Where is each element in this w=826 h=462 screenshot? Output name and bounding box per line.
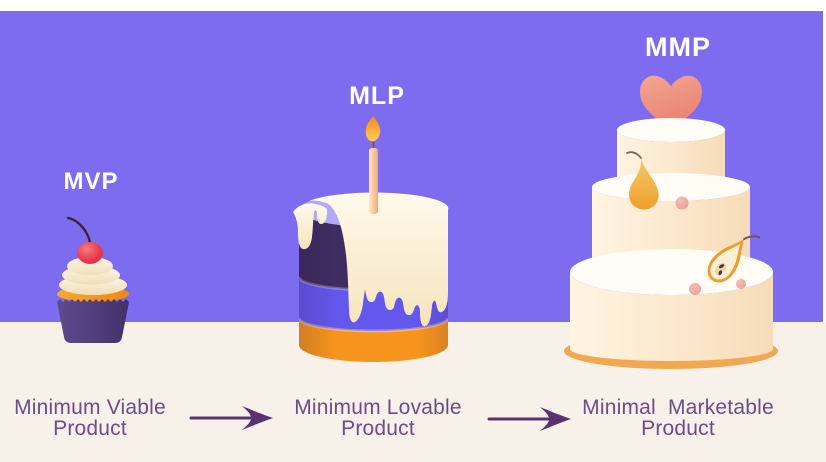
pear-half-decoration — [707, 235, 761, 283]
cupcake-illustration — [57, 216, 129, 343]
mmp-caption-line2: Product — [641, 417, 715, 440]
heart — [640, 75, 702, 129]
mlp-caption-line1: Minimum Lovable — [294, 396, 462, 419]
berry-ball — [736, 279, 746, 289]
icing-drip — [309, 192, 449, 327]
arrow-mlp-to-mmp — [487, 407, 571, 431]
whipped-cream — [59, 257, 127, 295]
tiered-cake-illustration — [564, 75, 778, 369]
mvp-caption-line2: Product — [53, 417, 127, 440]
bottom-tier — [570, 249, 773, 361]
mmp-label: MMP — [645, 32, 711, 62]
mlp-caption-line2: Product — [341, 417, 415, 440]
layer-cake-illustration — [293, 116, 449, 362]
mmp-caption: Minimal Marketable Product — [573, 397, 783, 439]
mlp-label: MLP — [349, 82, 405, 110]
flame — [365, 116, 381, 142]
cherry — [66, 216, 103, 264]
icing-left-drip — [293, 203, 327, 250]
mmp-caption-line1: Minimal Marketable — [582, 396, 774, 419]
mvp-caption: Minimum Viable Product — [0, 397, 180, 439]
mvp-label: MVP — [63, 168, 119, 195]
berry-ball — [675, 196, 689, 210]
berry-ball — [689, 283, 701, 295]
pear-decoration — [626, 151, 659, 210]
mlp-caption: Minimum Lovable Product — [288, 397, 468, 439]
candle — [369, 142, 378, 214]
mvp-caption-line1: Minimum Viable — [14, 396, 166, 419]
arrow-mvp-to-mlp — [189, 406, 273, 430]
